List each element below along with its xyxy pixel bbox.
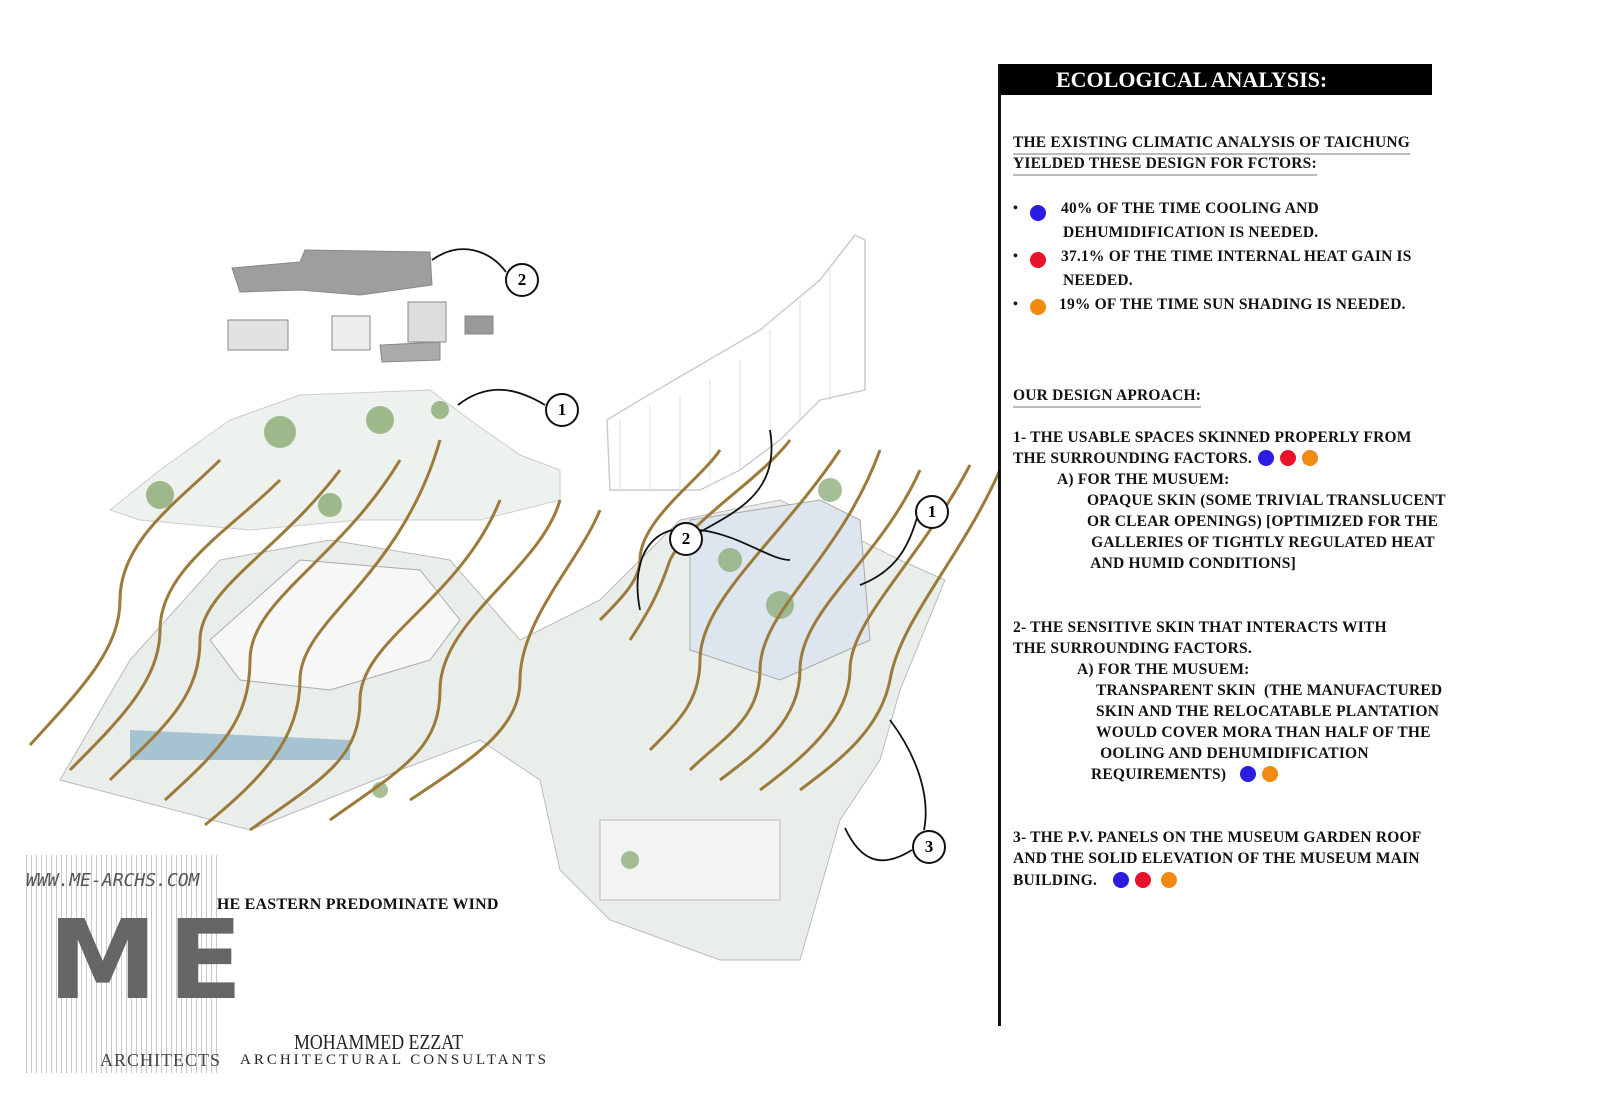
factor-3-line-1: 19% OF THE TIME SUN SHADING IS NEEDED. <box>1059 296 1406 313</box>
factor-1-line-1: 40% OF THE TIME COOLING AND <box>1061 200 1319 217</box>
bullet: • <box>1013 201 1019 216</box>
item1-line: A) FOR THE MUSUEM: <box>1057 471 1230 488</box>
shading-dot-icon <box>1262 766 1279 782</box>
item1-line: OPAQUE SKIN (SOME TRIVIAL TRANSLUCENT <box>1087 492 1446 509</box>
item1-line: OR CLEAR OPENINGS) [OPTIMIZED FOR THE <box>1087 513 1439 530</box>
logo-url: WWW.ME-ARCHS.COM <box>26 870 200 891</box>
factor-1-line-2: DEHUMIDIFICATION IS NEEDED. <box>1063 224 1319 241</box>
panel-title: ECOLOGICAL ANALYSIS: <box>1000 64 1432 95</box>
heat-gain-dot-icon <box>1135 872 1152 888</box>
callout-3: 3 <box>912 830 946 864</box>
factor-2-line-2: NEEDED. <box>1063 272 1133 289</box>
credit-role: ARCHITECTURAL CONSULTANTS <box>240 1052 549 1068</box>
item3-line: BUILDING. <box>1013 872 1178 890</box>
cooling-dot-icon <box>1113 872 1130 888</box>
roof-masses <box>227 249 494 363</box>
approach-title: OUR DESIGN APROACH: <box>1013 387 1202 408</box>
heat-gain-dot-icon <box>1030 252 1046 268</box>
cooling-dot-icon <box>1257 450 1274 466</box>
intro-line-1: THE EXISTING CLIMATIC ANALYSIS OF TAICHU… <box>1013 134 1410 155</box>
wind-lines <box>28 439 1000 832</box>
item2-line: SKIN AND THE RELOCATABLE PLANTATION <box>1096 703 1440 720</box>
item2-line: THE SURROUNDING FACTORS. <box>1013 640 1252 657</box>
item2-line: A) FOR THE MUSUEM: <box>1077 661 1250 678</box>
cooling-dot-icon <box>1240 766 1257 782</box>
item1-line: AND HUMID CONDITIONS] <box>1087 555 1296 572</box>
intro-line-2: YIELDED THESE DESIGN FOR FCTORS: <box>1013 155 1317 176</box>
callout-2-frame: 2 <box>669 522 703 556</box>
logo-mark: ME <box>48 896 253 1024</box>
shading-dot-icon <box>1161 872 1178 888</box>
item1-line: THE SURROUNDING FACTORS. <box>1013 450 1318 468</box>
callout-1-museum: 1 <box>915 495 949 529</box>
callout-1-upper: 1 <box>545 393 579 427</box>
cooling-dot-icon <box>1030 205 1046 221</box>
item2-line: REQUIREMENTS) <box>1091 766 1279 784</box>
heat-gain-dot-icon <box>1279 450 1296 466</box>
logo-subtitle: ARCHITECTS <box>100 1050 222 1070</box>
bullet: • <box>1013 297 1019 312</box>
item1-text: THE SURROUNDING FACTORS. <box>1013 450 1252 467</box>
item3-line: AND THE SOLID ELEVATION OF THE MUSEUM MA… <box>1013 850 1420 867</box>
panel-divider <box>998 64 1001 1026</box>
item2-line: WOULD COVER MORA THAN HALF OF THE <box>1096 724 1431 741</box>
me-architects-logo <box>22 855 217 1073</box>
vegetation <box>146 401 449 517</box>
factor-2-line-1: 37.1% OF THE TIME INTERNAL HEAT GAIN IS <box>1061 248 1412 265</box>
item2-text: REQUIREMENTS) <box>1091 766 1227 783</box>
callout-2-roof: 2 <box>505 263 539 297</box>
item2-line: TRANSPARENT SKIN (THE MANUFACTURED <box>1096 682 1443 699</box>
upper-building <box>108 389 561 531</box>
item3-line: 3- THE P.V. PANELS ON THE MUSEUM GARDEN … <box>1013 829 1422 846</box>
exploded-axonometric-drawing <box>28 234 1000 961</box>
item1-line: GALLERIES OF TIGHTLY REGULATED HEAT <box>1087 534 1435 551</box>
steel-frame-canopy <box>606 234 866 491</box>
item2-line: 2- THE SENSITIVE SKIN THAT INTERACTS WIT… <box>1013 619 1387 636</box>
credit-name: MOHAMMED EZZAT <box>294 1030 464 1054</box>
bullet: • <box>1013 249 1019 264</box>
item1-line: 1- THE USABLE SPACES SKINNED PROPERLY FR… <box>1013 429 1412 446</box>
item2-line: OOLING AND DEHUMIDIFICATION <box>1096 745 1369 762</box>
shading-dot-icon <box>1301 450 1318 466</box>
wind-legend-label: THE EASTERN PREDOMINATE WIND <box>206 896 499 913</box>
item3-text: BUILDING. <box>1013 872 1098 889</box>
shading-dot-icon <box>1030 299 1046 315</box>
